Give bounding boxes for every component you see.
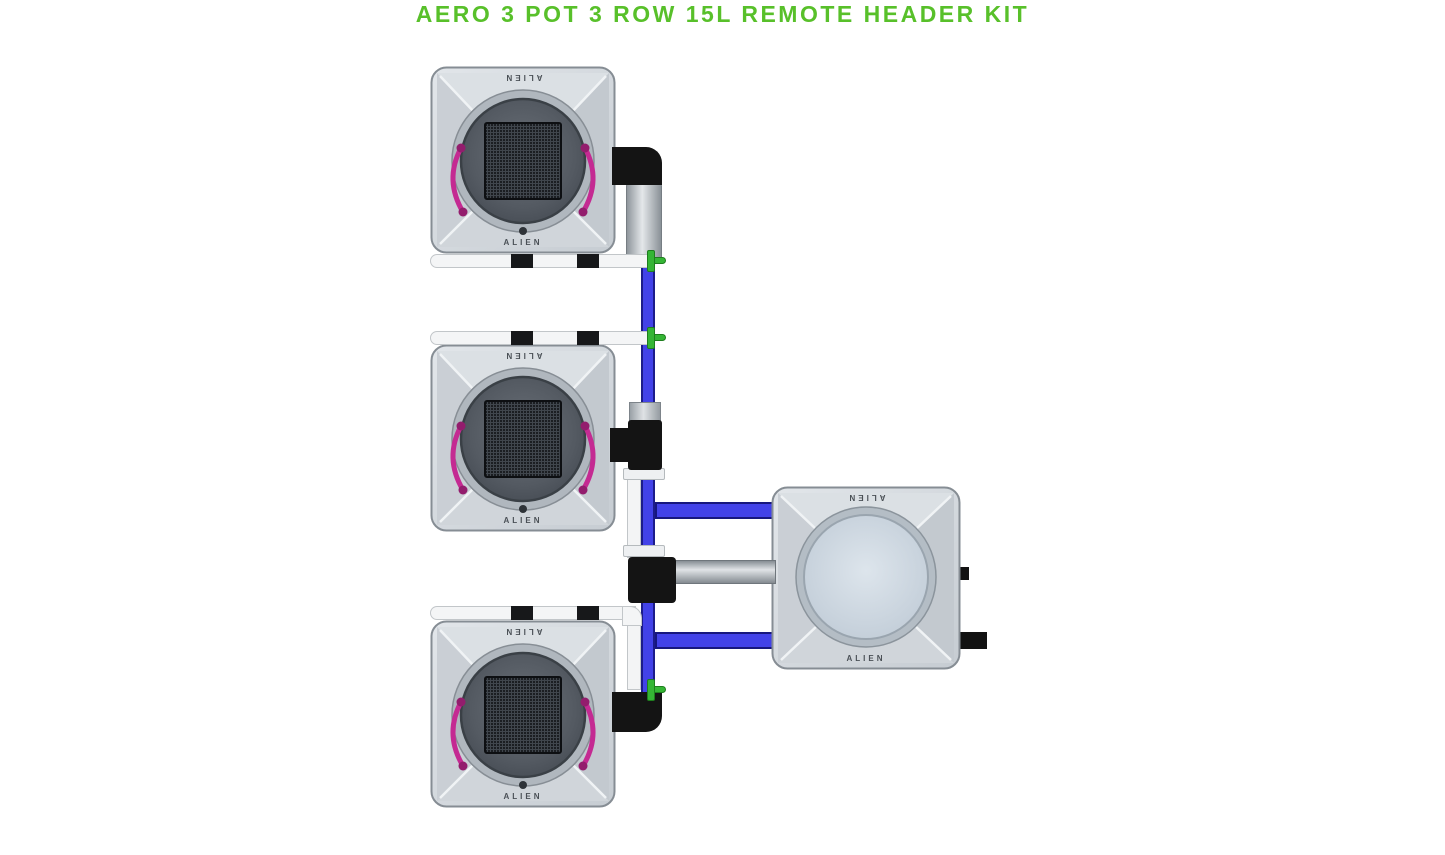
brand-text-bottom: ALIEN [504, 792, 543, 801]
brand-text-top: ALIEN [504, 351, 543, 360]
clip-right [578, 143, 596, 217]
clip-left [450, 421, 468, 495]
blue-pipe-to-header-top [655, 502, 774, 519]
brand-text-top: ALIEN [504, 73, 543, 82]
tee-fitting-middle-body [628, 420, 662, 470]
mesh-insert [484, 400, 562, 478]
green-valve-tee-2 [645, 327, 667, 349]
clip-right [578, 697, 596, 771]
gray-pipe-to-header [664, 560, 776, 584]
tank-artwork: ALIEN ALIEN [771, 486, 961, 670]
pot-artwork: ALIEN ALIEN [430, 66, 616, 254]
valve-stem [654, 257, 666, 264]
pot-artwork: ALIEN ALIEN [430, 620, 616, 808]
tank-outlet-stub-large [952, 632, 987, 649]
brand-text-top: ALIEN [504, 627, 543, 636]
gray-standpipe [626, 183, 662, 261]
valve-stem [654, 686, 666, 693]
pipe-clamp [511, 606, 533, 620]
drain-hole [519, 227, 527, 235]
cross-fitting-header-feed [628, 557, 676, 603]
page-title: AERO 3 POT 3 ROW 15L REMOTE HEADER KIT [415, 1, 1030, 27]
mesh-insert [484, 676, 562, 754]
drain-hole [519, 781, 527, 789]
green-valve-tee-1 [645, 250, 667, 272]
brand-text-bottom: ALIEN [847, 654, 886, 663]
pipe-clamp [577, 254, 599, 268]
brand-text-top: ALIEN [847, 493, 886, 502]
pipe-union-lower [623, 545, 665, 557]
clip-left [450, 697, 468, 771]
pot-2: ALIEN ALIEN [430, 344, 616, 532]
pot-artwork: ALIEN ALIEN [430, 344, 616, 532]
pipe-clamp [577, 331, 599, 345]
white-pipe-elbow [622, 606, 642, 626]
clip-right [578, 421, 596, 495]
green-valve-tee-3 [645, 679, 667, 701]
remote-header-tank: ALIEN ALIEN [771, 486, 961, 670]
pot-1: ALIEN ALIEN [430, 66, 616, 254]
pipe-clamp [511, 331, 533, 345]
white-pipe-row-3 [430, 606, 636, 620]
elbow-fitting-top [612, 147, 662, 185]
pipe-clamp [577, 606, 599, 620]
clip-left [450, 143, 468, 217]
tank-lid-circle [803, 514, 929, 640]
brand-text-bottom: ALIEN [504, 516, 543, 525]
pipe-clamp [511, 254, 533, 268]
pot-3: ALIEN ALIEN [430, 620, 616, 808]
drain-hole [519, 505, 527, 513]
blue-pipe-to-header-bottom [655, 632, 774, 649]
brand-text-bottom: ALIEN [504, 238, 543, 247]
white-pipe-row-1 [430, 254, 656, 268]
mesh-insert [484, 122, 562, 200]
valve-stem [654, 334, 666, 341]
white-pipe-row-2 [430, 331, 656, 345]
